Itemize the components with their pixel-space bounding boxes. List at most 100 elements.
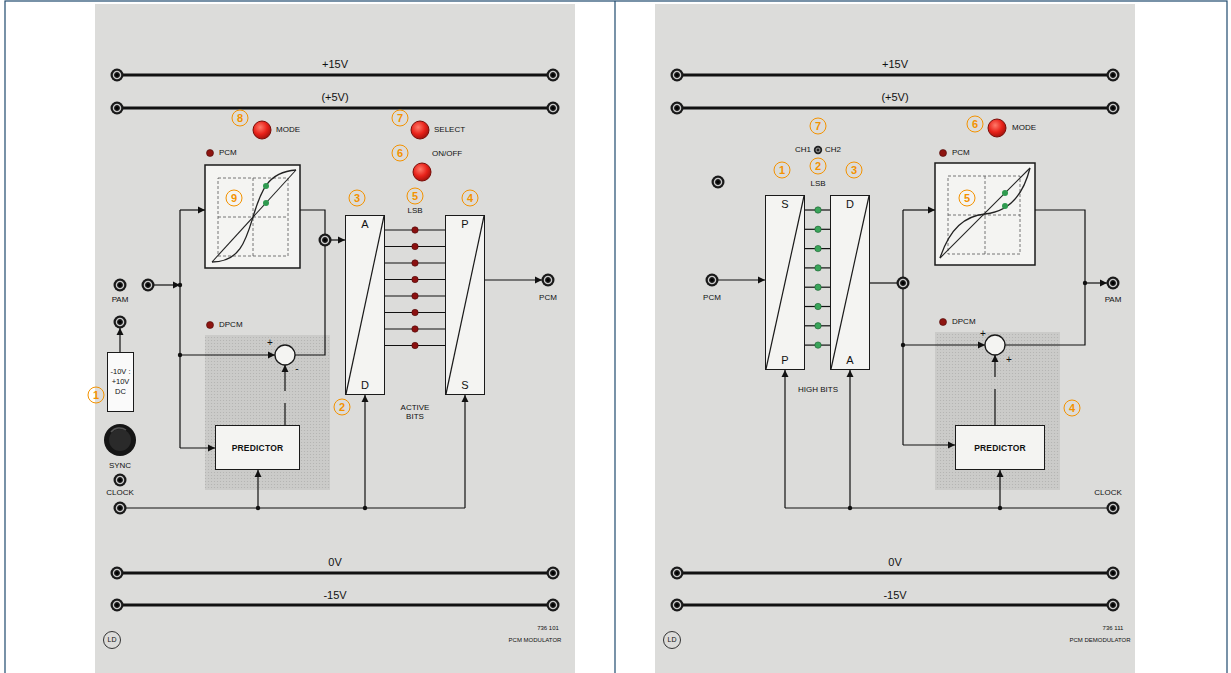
wire — [805, 229, 830, 230]
sign: + — [980, 328, 986, 340]
callout-number: 6 — [392, 145, 409, 162]
wire — [1085, 282, 1107, 283]
led-label: DPCM — [219, 320, 243, 329]
rail-label: (+5V) — [321, 91, 348, 104]
socket — [1107, 599, 1120, 612]
socket-label: PCM — [703, 293, 721, 302]
rail-label: (+5V) — [881, 91, 908, 104]
wire — [385, 328, 445, 329]
power-rail — [123, 107, 547, 110]
model-number: 736 111 — [1103, 625, 1124, 632]
model-number: 736 101 — [537, 625, 559, 632]
switch-label: CH1 — [795, 145, 811, 154]
node-text: PREDICTOR — [232, 443, 284, 453]
node-text: A — [846, 354, 853, 367]
rail-label: -15V — [883, 589, 906, 602]
callout-number: 4 — [1064, 400, 1081, 417]
panel-name: PCM MODULATOR — [509, 637, 562, 644]
power-rail — [683, 74, 1107, 77]
switch-label: CH2 — [825, 145, 841, 154]
wire — [1005, 210, 1085, 345]
wire — [902, 289, 903, 445]
socket — [1107, 102, 1120, 115]
channel-switch — [816, 148, 820, 152]
wire — [805, 325, 830, 326]
converter-diagonal — [766, 196, 804, 369]
node-text: A — [361, 218, 368, 231]
wire — [385, 345, 445, 346]
socket-label: SYNC — [109, 461, 131, 470]
rail-label: -15V — [323, 589, 346, 602]
modulator-plate — [95, 4, 575, 673]
node-text: S — [781, 198, 788, 211]
converter-box: PS — [445, 215, 485, 395]
socket — [319, 234, 332, 247]
socket — [671, 599, 684, 612]
callout-number: 6 — [967, 116, 984, 133]
led-label: PCM — [219, 148, 237, 157]
socket — [1107, 502, 1120, 515]
status-led — [207, 150, 214, 329]
channel-switch — [814, 146, 822, 154]
converter-box: SP — [765, 195, 805, 370]
channel-switch — [814, 146, 822, 154]
wire — [784, 370, 785, 508]
wire — [180, 447, 215, 448]
dpcm-region — [935, 332, 1060, 490]
converter-diagonal — [446, 216, 484, 394]
socket — [111, 567, 124, 580]
wire — [805, 248, 830, 249]
wire — [126, 507, 465, 508]
wire — [805, 306, 830, 307]
power-rail — [123, 75, 547, 605]
socket — [542, 274, 555, 287]
compressor-curve — [205, 165, 300, 268]
converter-diagonal — [831, 196, 869, 369]
wire — [120, 210, 542, 508]
socket — [897, 277, 910, 290]
wire — [385, 262, 445, 263]
socket — [547, 599, 560, 612]
socket — [114, 316, 127, 329]
converter-diagonal — [346, 216, 384, 394]
expander-curve — [948, 176, 1020, 254]
wire — [180, 209, 205, 210]
bit-led — [412, 342, 418, 348]
demodulator-plate — [655, 4, 1135, 673]
bit-led — [815, 323, 821, 329]
wire — [284, 365, 285, 391]
socket — [712, 176, 725, 189]
converter-box: AD — [345, 215, 385, 395]
rail-label: 0V — [888, 556, 901, 569]
converter-diagonal — [446, 216, 484, 394]
socket-label: PAM — [112, 295, 129, 304]
callout-number: 1 — [88, 387, 105, 404]
bit-led — [815, 342, 821, 348]
bit-led — [815, 303, 821, 309]
bit-label: LSB — [407, 206, 422, 215]
expander-curve — [940, 168, 1030, 258]
power-rail — [123, 572, 547, 575]
wire — [385, 279, 445, 280]
knob — [111, 428, 126, 432]
wire — [154, 284, 180, 285]
wire — [257, 470, 258, 508]
node-text: -10V : +10V DC — [109, 367, 132, 396]
wire — [994, 355, 995, 377]
expander-curve — [935, 163, 1035, 265]
bit-led — [412, 227, 418, 233]
dpcm-region — [205, 335, 330, 490]
bit-led — [412, 227, 418, 349]
frame — [5, 1, 1227, 673]
socket — [706, 274, 719, 287]
node-text: D — [846, 198, 854, 211]
logo — [104, 632, 121, 649]
converter-diagonal — [831, 196, 869, 369]
push-button — [413, 163, 431, 181]
socket — [114, 474, 127, 487]
callout-number: 5 — [959, 190, 976, 207]
socket — [114, 279, 127, 292]
